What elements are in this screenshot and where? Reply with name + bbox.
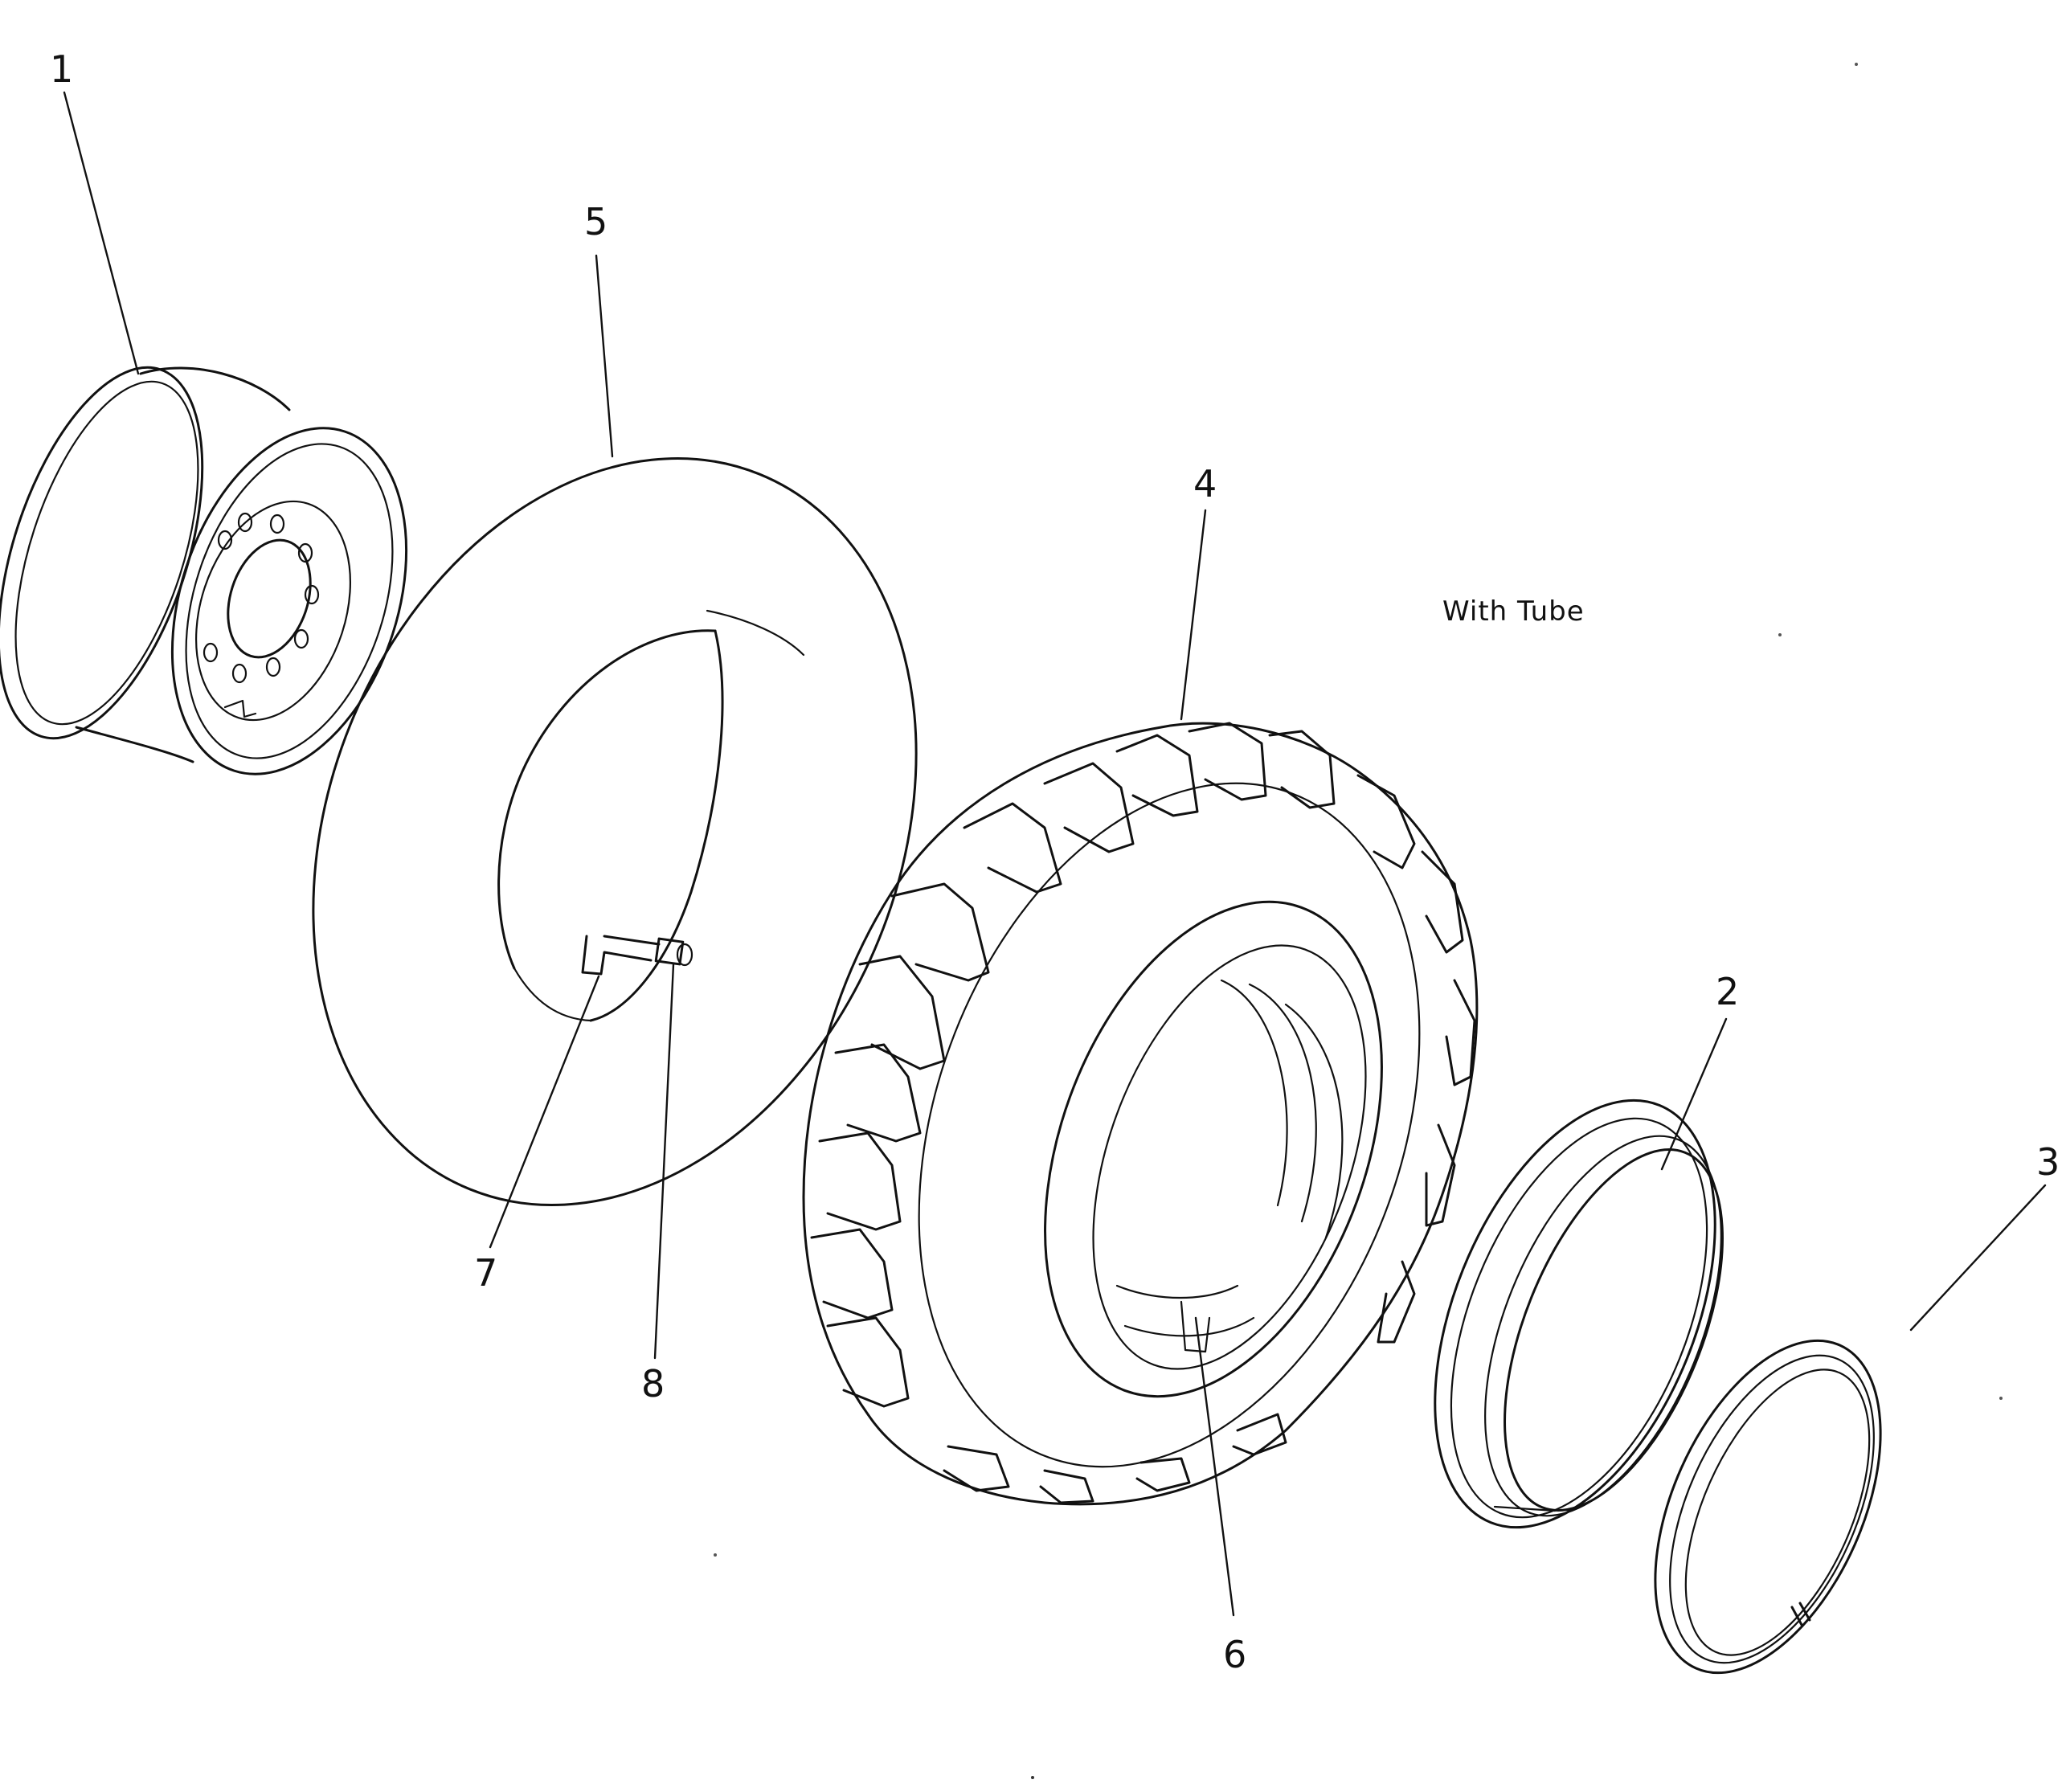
callout-rim: 1 — [50, 47, 73, 91]
rim-part — [0, 366, 408, 775]
callout-valve: 7 — [474, 1251, 497, 1295]
leader-7 — [489, 975, 600, 1249]
callout-tube: 5 — [584, 200, 608, 243]
with-tube-note: With Tube — [1442, 595, 1585, 628]
leader-5 — [595, 254, 614, 458]
callout-side-ring: 2 — [1716, 970, 1739, 1013]
leader-6 — [1194, 1316, 1235, 1617]
scan-specks — [714, 63, 2003, 1779]
leader-4 — [1180, 509, 1207, 721]
callout-flap: 6 — [1223, 1633, 1246, 1676]
leader-lines — [63, 91, 2047, 1617]
leader-3 — [1909, 1184, 2047, 1332]
callout-tire: 4 — [1193, 462, 1217, 505]
lock-ring-part — [1654, 1339, 1882, 1675]
leader-8 — [653, 963, 675, 1360]
callout-valve-cap: 8 — [641, 1362, 665, 1405]
side-ring-part — [1434, 1099, 1724, 1529]
callout-lock-ring: 3 — [2036, 1140, 2060, 1184]
inner-tube-part — [312, 457, 918, 1206]
tire-part — [802, 722, 1479, 1506]
leader-1 — [63, 91, 140, 375]
leader-2 — [1660, 1017, 1728, 1171]
